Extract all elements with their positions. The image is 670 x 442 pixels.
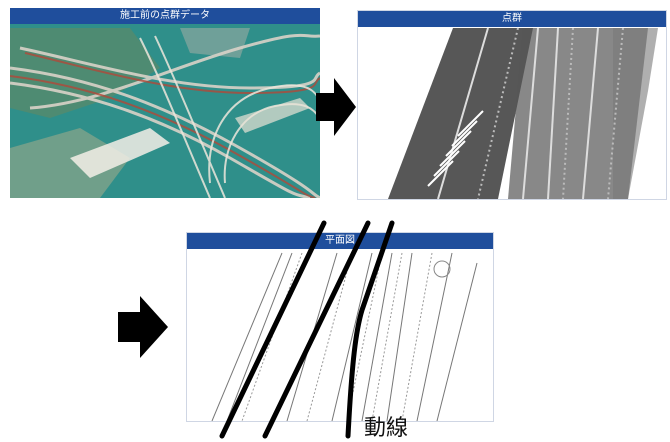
line-drawing-image (211, 252, 478, 421)
contour-image (388, 27, 658, 199)
contour-panel: 点群 (357, 10, 667, 200)
line-drawing-panel: 平面図 (186, 232, 494, 422)
trajectory-caption: 動線 (364, 416, 409, 441)
contour-title: 点群 (358, 11, 666, 27)
point-cloud-image (10, 24, 320, 198)
point-cloud-title: 施工前の点群データ (10, 8, 320, 24)
point-cloud-panel: 施工前の点群データ (10, 8, 320, 198)
arrow-right-icon (316, 78, 356, 136)
arrow-right-icon (118, 296, 168, 358)
